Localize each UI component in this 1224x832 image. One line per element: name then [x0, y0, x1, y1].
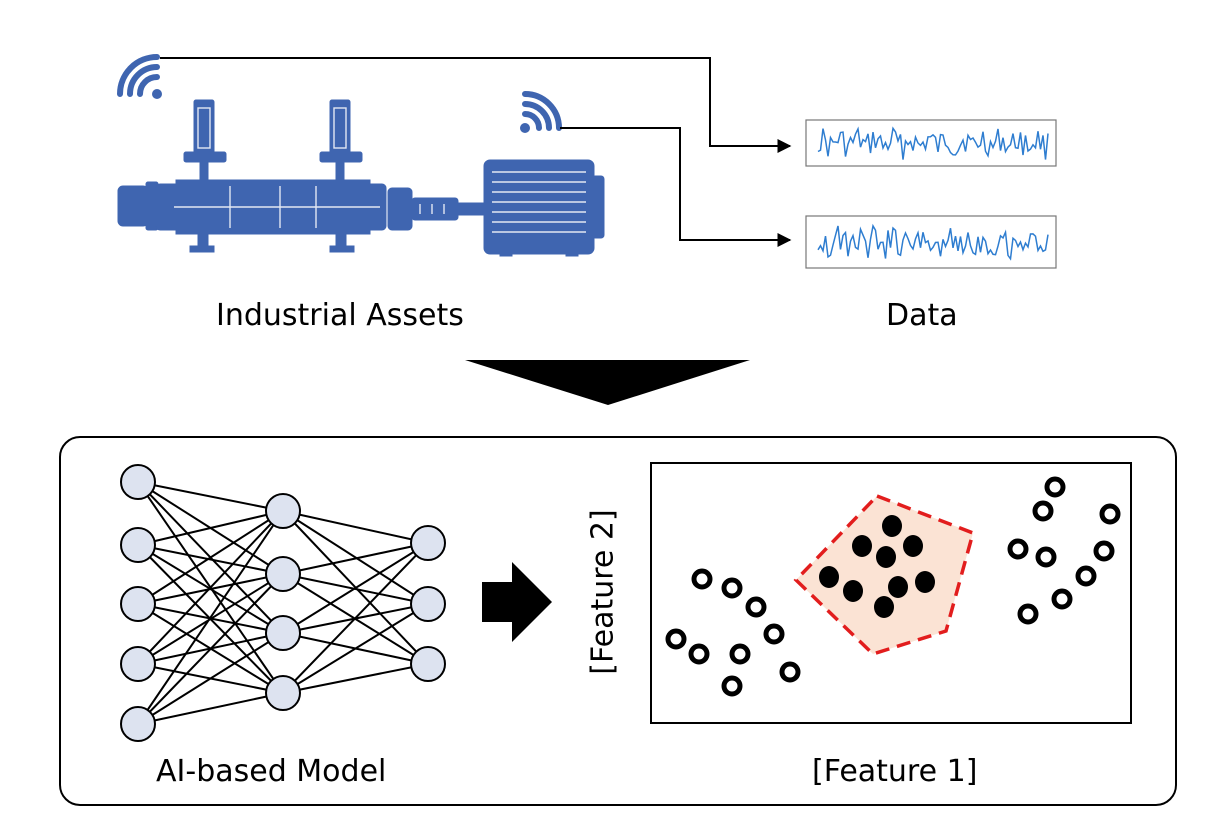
normal-data-point [1035, 546, 1057, 568]
normal-data-point [1093, 540, 1115, 562]
normal-data-point [763, 623, 785, 645]
anomaly-data-point [876, 546, 896, 568]
anomaly-data-point [819, 566, 839, 588]
network-edges [137, 481, 429, 725]
normal-data-point [1075, 565, 1097, 587]
ai-model-label: AI-based Model [156, 754, 387, 789]
normal-data-point [1044, 476, 1066, 498]
normal-data-point [729, 643, 751, 665]
network-edge [137, 573, 284, 725]
network-edge [137, 510, 284, 605]
normal-data-point [721, 577, 743, 599]
normal-data-point [1007, 538, 1029, 560]
network-edge [282, 603, 429, 694]
network-node [120, 464, 156, 500]
connector-line [160, 57, 792, 153]
network-node [120, 527, 156, 563]
network-edge [282, 542, 429, 694]
industrial-assets-label: Industrial Assets [216, 298, 464, 333]
arrow-down-icon [465, 360, 750, 405]
network-node [265, 615, 301, 651]
network-node [120, 586, 156, 622]
normal-data-point [721, 675, 743, 697]
anomaly-data-point [874, 596, 894, 618]
signal-waveform [817, 223, 1049, 261]
feature-1-label: [Feature 1] [812, 754, 978, 789]
network-edge [137, 692, 284, 725]
network-edge [137, 510, 284, 665]
network-edge [137, 632, 284, 725]
anomaly-data-point [882, 515, 902, 537]
anomaly-data-point [888, 576, 908, 598]
wifi-icon [117, 54, 162, 99]
normal-data-point [1017, 603, 1039, 625]
normal-data-point [745, 596, 767, 618]
network-edge [282, 663, 429, 694]
feature-scatter-points [665, 476, 1121, 697]
network-nodes [120, 464, 446, 742]
feature-2-label: [Feature 2] [585, 509, 621, 675]
network-edge [137, 544, 284, 575]
network-edge [282, 542, 429, 634]
network-node [265, 493, 301, 529]
anomaly-cluster-region [793, 493, 976, 656]
normal-data-point [1051, 588, 1073, 610]
signal-plot-box [805, 215, 1057, 269]
normal-data-point [1032, 500, 1054, 522]
anomaly-data-point [915, 571, 935, 593]
network-node [265, 675, 301, 711]
network-edge [137, 573, 284, 605]
anomaly-data-point [843, 580, 863, 602]
normal-data-point [779, 661, 801, 683]
normal-data-point [665, 628, 687, 650]
network-node [410, 586, 446, 622]
network-edge [137, 510, 284, 546]
normal-data-point [691, 568, 713, 590]
network-node [265, 556, 301, 592]
data-label: Data [886, 298, 958, 333]
arrow-right-icon [482, 562, 552, 642]
wifi-icon [520, 91, 562, 133]
signal-waveform [817, 126, 1049, 160]
network-node [120, 646, 156, 682]
network-node [410, 646, 446, 682]
network-edge [282, 542, 429, 575]
connector-line [560, 127, 792, 247]
network-node [120, 706, 156, 742]
network-node [410, 525, 446, 561]
network-edge [282, 510, 429, 544]
normal-data-point [1099, 503, 1121, 525]
normal-data-point [688, 643, 710, 665]
anomaly-data-point [852, 535, 872, 557]
network-edge [137, 510, 284, 725]
anomaly-data-point [903, 535, 923, 557]
network-edge [137, 481, 284, 512]
